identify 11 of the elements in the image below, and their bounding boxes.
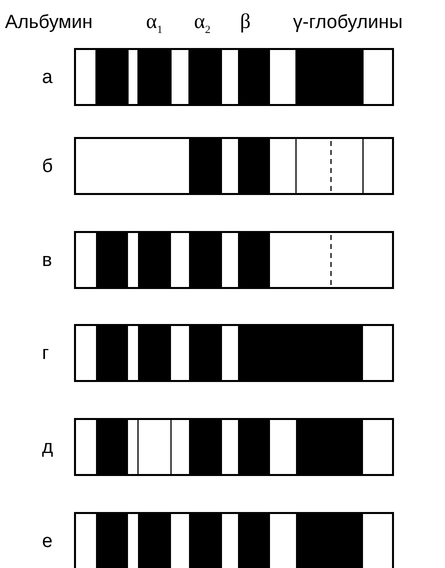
column-heading: Альбумин xyxy=(5,13,93,32)
row-label: е xyxy=(42,532,53,551)
row-label: а xyxy=(42,68,53,87)
column-heading: β xyxy=(240,11,251,32)
row-label: б xyxy=(42,157,53,176)
column-heading: α$_{1}$ xyxy=(146,11,163,36)
column-heading: γ-глобулины xyxy=(293,13,403,32)
row-label: д xyxy=(42,438,54,457)
row-label: г xyxy=(42,344,49,363)
row-label: в xyxy=(42,251,52,270)
column-heading: α$_{2}$ xyxy=(194,11,211,36)
